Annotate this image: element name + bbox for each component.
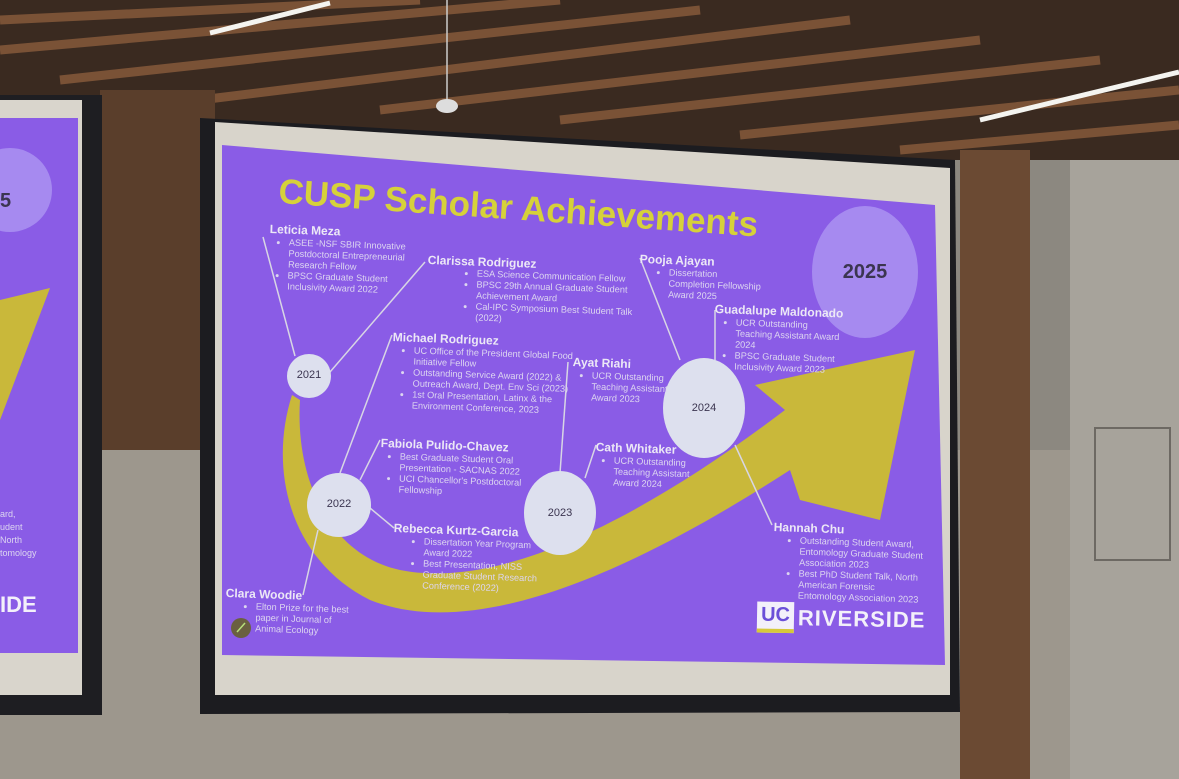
award-item: Best Presentation, NISS Graduate Student… [422, 558, 553, 596]
year-label-2023: 2023 [547, 507, 573, 519]
slide-background [222, 145, 945, 665]
uc-riverside-logo: UC RIVERSIDE [756, 601, 926, 636]
left-slide-fragment: tomology [0, 548, 37, 558]
left-slide-fragment: IDE [0, 592, 37, 617]
logo-uc: UC [756, 601, 795, 634]
award-item: Elton Prize for the best paper in Journa… [255, 601, 356, 637]
award-item: Outstanding Student Award, Entomology Gr… [799, 535, 925, 572]
award-list: UCR Outstanding Teaching Assistant Award… [599, 455, 699, 491]
ceiling-light [979, 69, 1179, 123]
year-label-2024: 2024 [691, 402, 717, 414]
award-list: Dissertation Year Program Award 2022 Bes… [408, 536, 554, 596]
left-slide-fragment: udent [0, 522, 23, 532]
year-label-2021: 2021 [296, 369, 322, 381]
award-list: ESA Science Communication Fellow BPSC 29… [461, 268, 637, 329]
left-slide-fragment: 5 [0, 190, 12, 212]
left-slide-text: ard, udent North tomology [0, 508, 37, 560]
wall-panel [1094, 427, 1171, 561]
wood-column [960, 150, 1030, 779]
award-list: UCR Outstanding Teaching Assistant Award… [720, 317, 846, 376]
left-slide-fragment: ard, [0, 509, 16, 519]
scholar-name: Hannah Chu [773, 520, 845, 537]
award-item: BPSC Graduate Student Inclusivity Award … [734, 350, 845, 376]
connector-lines [262, 236, 773, 596]
left-slide-circle [0, 148, 52, 232]
award-item: Dissertation Completion Fellowship Award… [668, 267, 764, 303]
right-wall [1070, 160, 1179, 779]
award-item: UCI Chancellor's Postdoctoral Fellowship [398, 473, 529, 500]
logo-riverside: RIVERSIDE [797, 604, 926, 632]
award-item: UCR Outstanding Teaching Assistant Award… [591, 370, 674, 406]
scholar-name: Ayat Riahi [572, 355, 632, 372]
year-circle-2021 [287, 354, 331, 398]
growth-arrow [282, 350, 916, 613]
ceiling-light [209, 0, 331, 36]
award-item: ASEE -NSF SBIR Innovative Postdoctoral E… [288, 237, 419, 275]
award-item: UCR Outstanding Teaching Assistant Award… [613, 455, 699, 491]
wood-column [100, 90, 215, 450]
award-list: Best Graduate Student Oral Presentation … [384, 451, 529, 500]
wood-slats [0, 0, 1179, 155]
year-circle-2023 [524, 471, 596, 555]
award-item: BPSC Graduate Student Inclusivity Award … [287, 270, 418, 297]
award-item: Best PhD Student Talk, North American Fo… [798, 568, 924, 605]
year-circle-2025 [812, 206, 918, 338]
year-label-2022: 2022 [326, 498, 352, 510]
award-list: Dissertation Completion Fellowship Award… [654, 267, 764, 304]
award-item: UCR Outstanding Teaching Assistant Award… [735, 317, 846, 354]
year-circle-2024 [663, 358, 745, 458]
award-list: Outstanding Student Award, Entomology Gr… [784, 535, 925, 606]
award-list: UCR Outstanding Teaching Assistant Award… [577, 370, 674, 406]
left-slide-fragment: North [0, 535, 23, 545]
left-slide-arrow [0, 288, 50, 420]
award-list: Elton Prize for the best paper in Journa… [241, 601, 356, 638]
scholar-name: Clara Woodie [225, 586, 303, 603]
award-list: UC Office of the President Global Food I… [398, 345, 574, 417]
award-list: ASEE -NSF SBIR Innovative Postdoctoral E… [273, 237, 419, 297]
scholar-name: Pooja Ajayan [639, 252, 715, 269]
scholar-name: Leticia Meza [269, 222, 341, 239]
year-circle-2022 [307, 473, 371, 537]
year-label-2025: 2025 [842, 261, 888, 283]
ceiling-sensor [436, 99, 458, 113]
